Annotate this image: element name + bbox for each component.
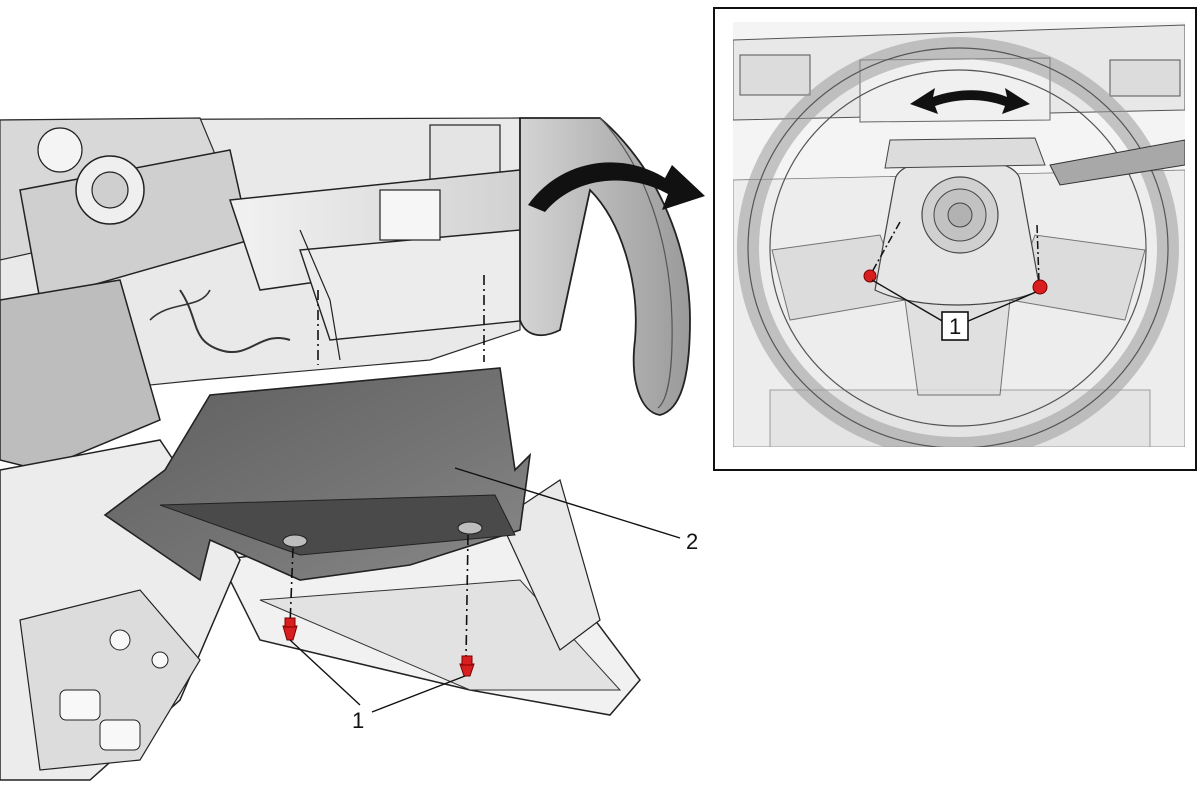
lower-column-cover (103, 367, 532, 582)
fastener-right-head (461, 655, 473, 666)
inset-illustration (733, 22, 1185, 447)
fastener-left-head (284, 617, 296, 628)
rotation-arrow-icon (528, 162, 705, 212)
inset-fastener-right (1032, 279, 1048, 295)
alignment-lines (289, 275, 485, 661)
inset-callout-box (941, 311, 969, 341)
main-view: 1 2 (0, 117, 705, 781)
leader-lines (289, 467, 681, 713)
inset-leader-lines (871, 279, 1037, 323)
callout-2: 2 (686, 529, 698, 554)
inset-fastener-left (863, 269, 877, 283)
fasteners (282, 617, 475, 677)
inset-alignment-lines (871, 221, 1040, 283)
inset-callout-1: 1 (949, 314, 961, 339)
callout-1: 1 (352, 708, 364, 733)
steering-column (228, 169, 541, 361)
double-arrow-icon (910, 88, 1030, 114)
inset-view: 1 (713, 7, 1197, 471)
